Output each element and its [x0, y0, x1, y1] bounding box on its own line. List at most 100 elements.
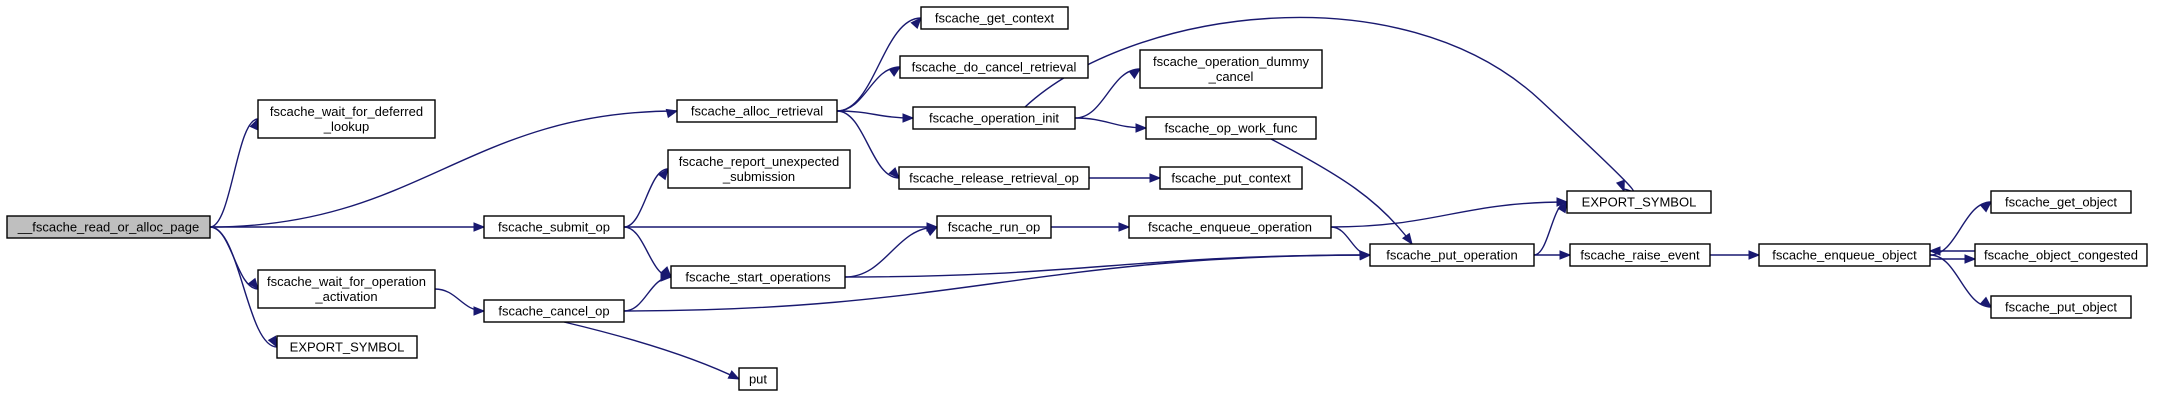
edge-line — [844, 226, 938, 278]
function-node[interactable]: fscache_release_retrieval_op — [898, 166, 1090, 190]
edge-n22-to-n25 — [1929, 254, 1993, 308]
function-node[interactable]: fscache_enqueue_operation — [1128, 215, 1332, 239]
node-label: fscache_do_cancel_retrieval — [912, 60, 1077, 75]
node-label: fscache_submit_op — [498, 220, 610, 235]
function-node[interactable]: __fscache_read_or_alloc_page — [6, 215, 211, 239]
function-node[interactable]: fscache_report_unexpected_submission — [667, 149, 851, 189]
arrow-head — [1135, 123, 1148, 133]
function-node[interactable]: fscache_enqueue_object — [1758, 243, 1931, 267]
node-box — [1990, 190, 2132, 214]
node-box — [676, 99, 838, 123]
node-box — [276, 335, 418, 359]
edge-line — [1330, 201, 1568, 228]
node-box — [898, 166, 1090, 190]
edge-n12-to-n11 — [844, 226, 939, 278]
edge-n0-to-n2 — [209, 108, 679, 228]
function-node[interactable]: fscache_object_congested — [1974, 243, 2148, 267]
node-box — [483, 299, 625, 323]
node-label: fscache_get_context — [935, 11, 1055, 26]
arrow-head — [1928, 246, 1941, 256]
node-box — [1139, 49, 1323, 89]
node-label: fscache_operation_init — [929, 111, 1059, 126]
node-label: fscache_run_op — [948, 220, 1041, 235]
arrow-head — [727, 370, 741, 380]
function-node[interactable]: fscache_get_context — [920, 6, 1069, 30]
edge-line — [836, 110, 900, 179]
node-label: _activation — [314, 289, 377, 304]
arrow-head — [925, 226, 939, 237]
node-label: _submission — [722, 169, 795, 184]
function-node[interactable]: fscache_do_cancel_retrieval — [899, 55, 1089, 79]
node-label: fscache_get_object — [2005, 195, 2117, 210]
arrow-head — [657, 167, 669, 181]
edge-n13-to-n14 — [563, 321, 741, 380]
arrow-head — [473, 306, 486, 316]
node-label: fscache_object_congested — [1984, 248, 2138, 263]
edge-n18-to-n20 — [1330, 226, 1372, 260]
node-label: fscache_report_unexpected — [679, 154, 839, 169]
node-label: fscache_enqueue_operation — [1148, 220, 1312, 235]
function-node[interactable]: fscache_raise_event — [1569, 243, 1711, 267]
arrow-head — [247, 277, 259, 291]
edge-n2-to-n6 — [836, 17, 922, 112]
node-label: fscache_put_object — [2005, 300, 2117, 315]
edge-line — [836, 66, 901, 112]
function-node[interactable]: put — [738, 367, 778, 391]
function-node[interactable]: EXPORT_SYMBOL — [1566, 190, 1712, 214]
arrow-head — [1557, 200, 1568, 214]
edge-n2-to-n9 — [836, 110, 900, 179]
node-box — [912, 106, 1076, 130]
arrow-head — [1979, 201, 1993, 213]
arrow-head — [888, 66, 902, 77]
node-label: __fscache_read_or_alloc_page — [17, 220, 199, 235]
arrow-head — [665, 108, 679, 119]
arrow-head — [267, 335, 278, 349]
function-node[interactable]: fscache_op_work_func — [1145, 116, 1317, 140]
edge-line — [563, 321, 740, 380]
edge-line — [836, 17, 922, 112]
edge-n20-to-n21 — [1534, 250, 1572, 260]
nodes-layer: __fscache_read_or_alloc_page fscache_wait… — [6, 6, 2148, 391]
function-node[interactable]: fscache_operation_dummy_cancel — [1139, 49, 1323, 89]
function-node[interactable]: fscache_wait_for_operation_activation — [257, 269, 436, 309]
arrow-head — [1748, 250, 1761, 260]
arrow-head — [1964, 254, 1977, 264]
node-box — [899, 55, 1089, 79]
arrow-head — [888, 167, 900, 179]
edge-n2-to-n7 — [836, 66, 902, 112]
node-box — [1566, 190, 1712, 214]
node-label: put — [749, 372, 767, 387]
edges-layer — [209, 16, 1993, 380]
function-node[interactable]: fscache_wait_for_deferred_lookup — [257, 99, 436, 139]
arrow-head — [1149, 173, 1162, 183]
node-label: EXPORT_SYMBOL — [290, 340, 405, 355]
function-node[interactable]: fscache_put_operation — [1369, 243, 1535, 267]
function-node[interactable]: fscache_run_op — [936, 215, 1052, 239]
function-node[interactable]: EXPORT_SYMBOL — [276, 335, 418, 359]
function-node[interactable]: fscache_operation_init — [912, 106, 1076, 130]
function-node[interactable]: fscache_put_context — [1159, 166, 1303, 190]
function-node[interactable]: fscache_start_operations — [670, 265, 846, 289]
function-node[interactable]: fscache_put_object — [1990, 295, 2132, 319]
node-box — [257, 269, 436, 309]
edge-n0-to-n3 — [209, 222, 486, 232]
node-box — [738, 367, 778, 391]
function-node[interactable]: fscache_get_object — [1990, 190, 2132, 214]
edge-n9-to-n17 — [1089, 173, 1162, 183]
edge-n2-to-n8 — [836, 110, 915, 123]
arrow-head — [1979, 296, 1993, 308]
edge-n3-to-n12 — [623, 226, 672, 278]
node-label: fscache_wait_for_operation — [267, 274, 426, 289]
edge-line — [1533, 201, 1568, 256]
arrow-head — [1359, 250, 1372, 260]
node-label: fscache_release_retrieval_op — [909, 171, 1079, 186]
edge-line — [209, 226, 278, 348]
node-label: fscache_operation_dummy — [1153, 54, 1310, 69]
node-label: fscache_alloc_retrieval — [691, 104, 823, 119]
edge-line — [1270, 138, 1413, 245]
function-node[interactable]: fscache_alloc_retrieval — [676, 99, 838, 123]
node-box — [667, 149, 851, 189]
function-node[interactable]: fscache_submit_op — [483, 215, 625, 239]
function-node[interactable]: fscache_cancel_op — [483, 299, 625, 323]
